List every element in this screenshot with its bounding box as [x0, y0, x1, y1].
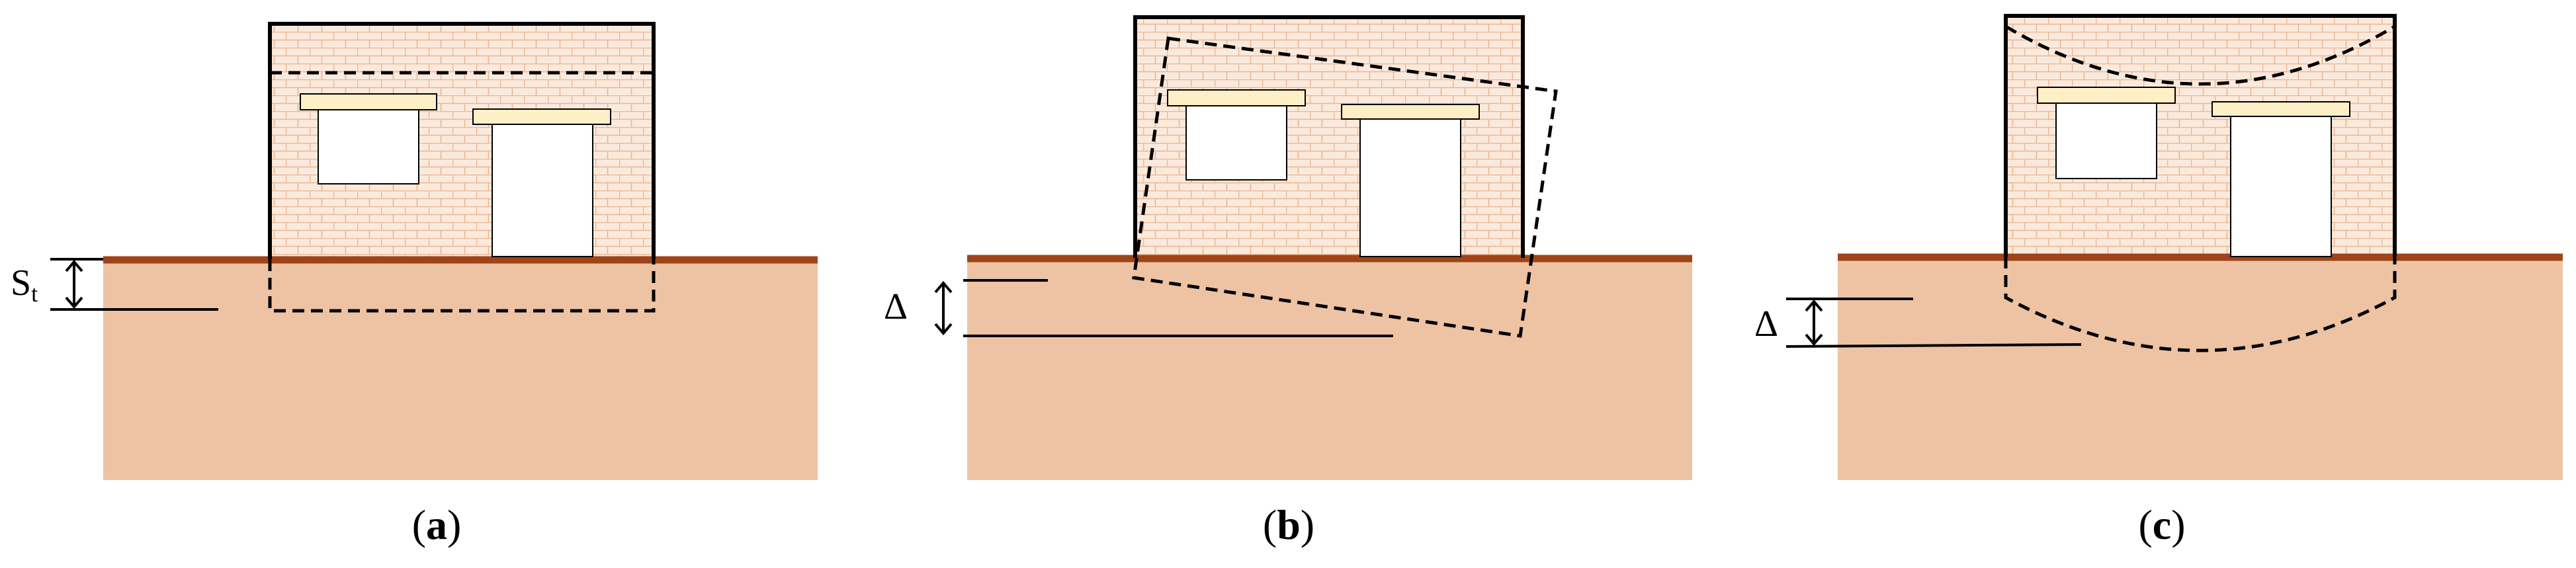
panel-label-a: (a) — [411, 501, 462, 548]
window-b — [1185, 105, 1287, 181]
window-a — [318, 109, 419, 184]
soil-b — [967, 258, 1692, 480]
building-outline-a — [268, 22, 656, 259]
window-c — [2055, 102, 2157, 179]
building-outline-b — [1133, 15, 1525, 258]
window-lintel-a — [300, 93, 437, 110]
tilted-outline-b — [1132, 36, 1558, 338]
dim-arrow-b — [934, 280, 953, 336]
soil-c — [1838, 257, 2563, 480]
window-lintel-c — [2037, 87, 2176, 104]
panel-a — [50, 22, 818, 480]
soil-a — [103, 259, 818, 480]
sagged-outline-c — [2004, 24, 2397, 352]
panel-label-c: (c) — [2138, 501, 2186, 548]
door-lintel-b — [1341, 104, 1480, 120]
panel-c — [1785, 14, 2563, 480]
door-a — [492, 124, 593, 257]
settlement-symbol-c: Δ — [1754, 304, 1779, 345]
window-lintel-b — [1167, 89, 1306, 106]
dim-ref-bottom-c — [1785, 343, 2082, 348]
settlement-symbol-a: St — [11, 263, 38, 307]
dim-arrow-a — [65, 259, 83, 309]
door-b — [1359, 118, 1461, 257]
settlement-symbol-b: Δ — [884, 286, 908, 327]
building-outline-c — [2004, 14, 2397, 257]
dim-arrow-c — [1805, 299, 1823, 346]
panel-b — [934, 15, 1692, 480]
settled-outline-a — [268, 71, 656, 313]
door-c — [2230, 116, 2332, 257]
door-lintel-a — [472, 108, 611, 125]
door-lintel-c — [2211, 101, 2350, 117]
panel-label-b: (b) — [1262, 501, 1315, 548]
